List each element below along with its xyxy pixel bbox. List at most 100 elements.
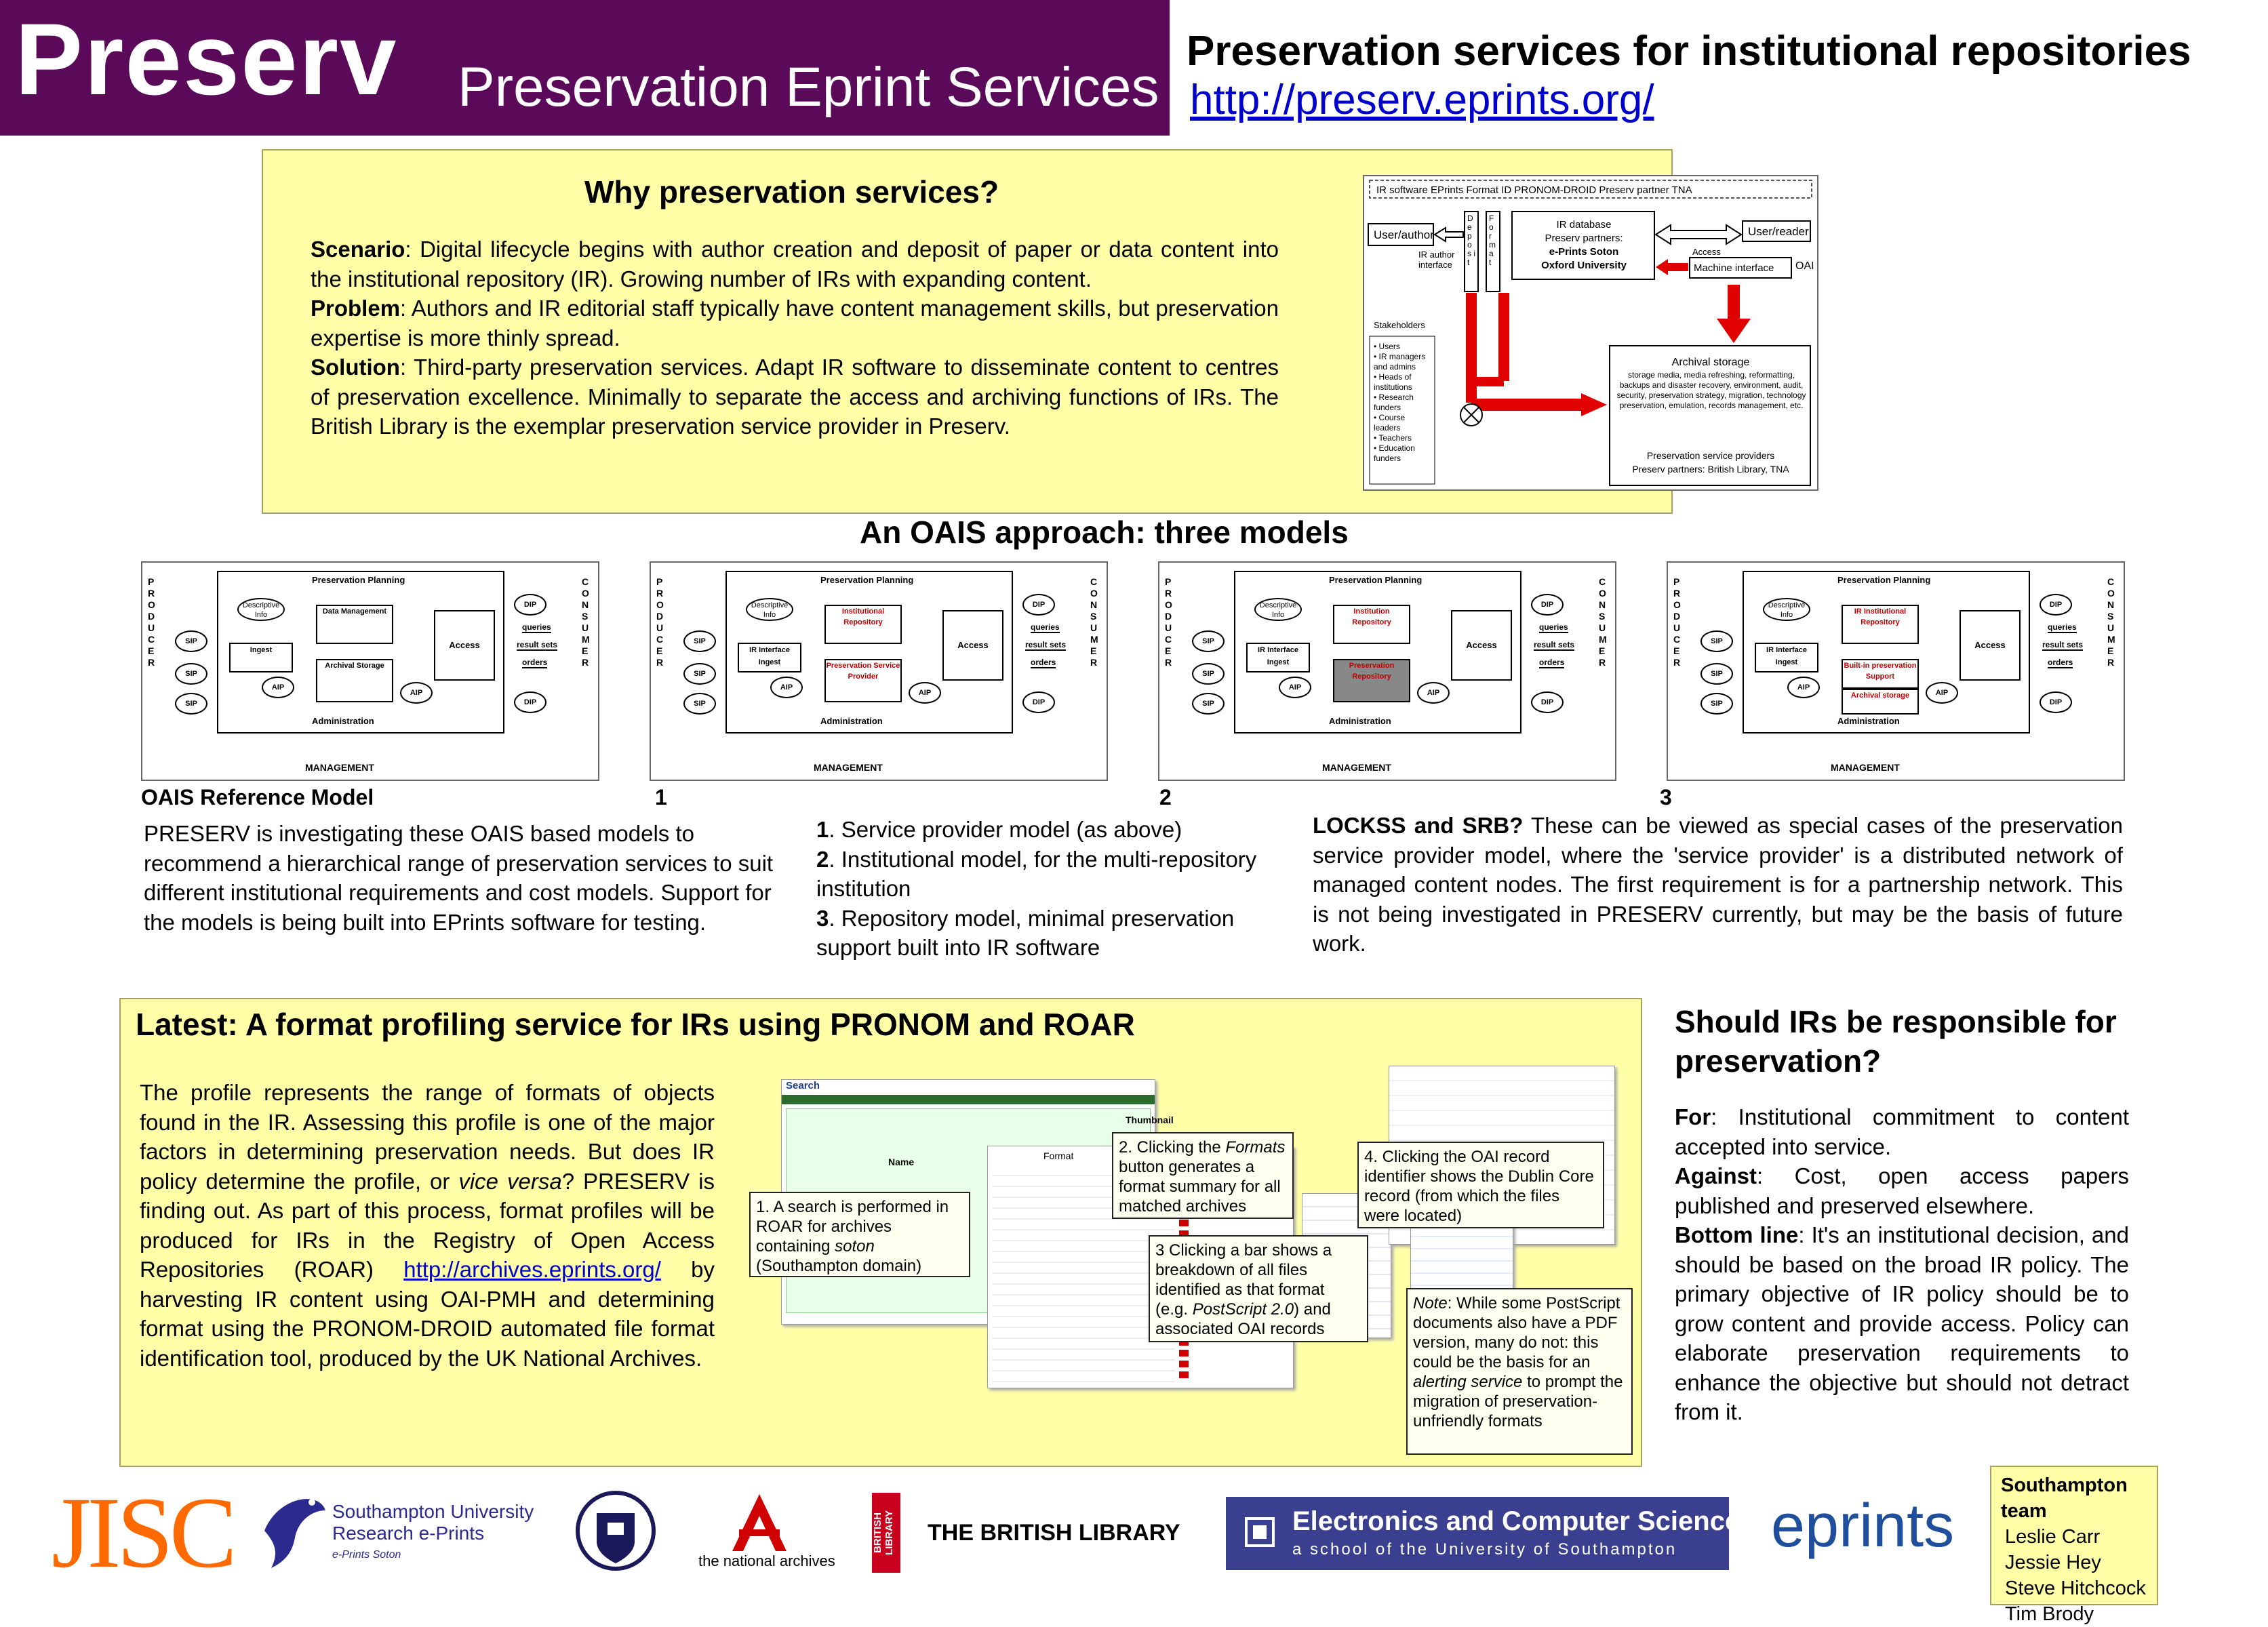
site-title: Preserv	[15, 2, 398, 116]
ingest-box: IR Interface Ingest	[1246, 643, 1310, 672]
stakeholder-item: • Course leaders	[1374, 413, 1406, 433]
ir-db-line1: IR database	[1556, 219, 1612, 230]
aip-ellipse: AIP	[1417, 682, 1450, 704]
producer-label: PRODUCER	[148, 576, 155, 668]
oais-description: PRESERV is investigating these OAIS base…	[144, 821, 774, 935]
model-list-number: 1	[816, 817, 829, 842]
administration-label: Administration	[1329, 716, 1391, 726]
dip-ellipse: DIP	[514, 594, 546, 616]
oais-model-label-1: 1	[655, 785, 667, 809]
should-body: For: Institutional commitment to content…	[1675, 1102, 2129, 1427]
project-url-link[interactable]: http://preserv.eprints.org/	[1190, 77, 1654, 123]
lockss-label: LOCKSS and SRB?	[1313, 813, 1524, 838]
note1-em: soton	[835, 1237, 875, 1256]
ir-author-interface-label: IR author interface	[1418, 249, 1455, 270]
shot-search-heading: Search	[782, 1080, 1155, 1095]
stakeholder-item: • Research funders	[1374, 393, 1414, 412]
dip-ellipse: DIP	[1022, 594, 1055, 616]
dip-ellipse: DIP	[514, 691, 546, 713]
stakeholders-label: Stakeholders	[1374, 320, 1425, 330]
team-title: Southampton team	[2001, 1474, 2128, 1522]
eprints-logo: eprints	[1771, 1492, 1955, 1560]
user-author-label: User/author	[1374, 228, 1434, 241]
orders-label: orders	[1031, 658, 1056, 668]
ir-diagram-arrows	[1368, 180, 1812, 486]
soton-logo-text: Southampton University Research e-Prints…	[332, 1501, 534, 1566]
model-list-text: . Service provider model (as above)	[829, 817, 1182, 842]
aip-ellipse: AIP	[1279, 677, 1311, 698]
producer-label: PRODUCER	[1165, 576, 1172, 668]
dip-ellipse: DIP	[2040, 594, 2072, 616]
callout-search: 1. A search is performed in ROAR for arc…	[749, 1192, 970, 1277]
jisc-logo: JISC	[52, 1477, 237, 1589]
ecs-chip-icon	[1245, 1517, 1275, 1547]
ir-db-line3: e-Prints Soton	[1549, 246, 1619, 258]
sip-ellipse: SIP	[175, 630, 207, 652]
administration-label: Administration	[820, 716, 883, 726]
access-box: Access	[434, 610, 495, 681]
stakeholder-item: • Heads of institutions	[1374, 372, 1412, 392]
oais-model-label-0: OAIS Reference Model	[141, 785, 374, 809]
scenario-text: : Digital lifecycle begins with author c…	[311, 237, 1279, 292]
model-list-item: 3. Repository model, minimal preservatio…	[816, 904, 1284, 963]
dip-ellipse: DIP	[1531, 594, 1564, 616]
ecs-line2: a school of the University of Southampto…	[1292, 1540, 1677, 1559]
against-label: Against	[1675, 1163, 1757, 1188]
team-member: Steve Hitchcock	[2005, 1578, 2146, 1599]
why-title: Why preservation services?	[584, 174, 999, 209]
access-box: Access	[1451, 610, 1512, 681]
note5-text-b: to prompt the migration of preservation-…	[1413, 1373, 1623, 1430]
latest-text-a: The profile represents the range of form…	[140, 1080, 715, 1194]
callout-note-postscript: Note: While some PostScript documents al…	[1406, 1288, 1633, 1455]
model-box-2: Built-in preservation Support	[1842, 659, 1919, 689]
oai-label: OAI	[1795, 260, 1814, 272]
note5-text-a: : While some PostScript documents also h…	[1413, 1294, 1620, 1371]
should-title: Should IRs be responsible for preservati…	[1675, 1004, 2117, 1079]
note3-text-a: 3 Clicking a bar shows a breakdown of al…	[1155, 1241, 1332, 1319]
note3-em: PostScript 2.0	[1192, 1300, 1294, 1319]
result-sets-label: result sets	[1534, 640, 1575, 651]
consumer-label: CONSUMER	[2107, 576, 2115, 668]
producer-label: PRODUCER	[1673, 576, 1681, 668]
oais-model-label-3: 3	[1660, 785, 1672, 809]
latest-title: Latest: A format profiling service for I…	[136, 1007, 1135, 1042]
archival-storage-title: Archival storage	[1671, 357, 1750, 368]
providers-label: Preservation service providers	[1646, 450, 1775, 461]
descriptive-info-ellipse: Descriptive Info	[1763, 598, 1810, 621]
dip-ellipse: DIP	[1531, 691, 1564, 713]
descriptive-info-ellipse: Descriptive Info	[746, 598, 793, 621]
providers-partners: Preserv partners: British Library, TNA	[1632, 464, 1789, 475]
ingest-box: Ingest	[229, 643, 293, 672]
british-library-logo: THE BRITISH LIBRARY	[928, 1520, 1180, 1546]
ecs-logo: Electronics and Computer Science a schoo…	[1226, 1497, 1740, 1570]
lockss-paragraph: LOCKSS and SRB? These can be viewed as s…	[1313, 811, 2123, 959]
orders-label: orders	[522, 658, 548, 668]
stakeholder-item: • IR managers and admins	[1374, 352, 1426, 371]
for-label: For	[1675, 1104, 1711, 1129]
shot-name-label: Name	[888, 1157, 915, 1167]
note3-text-b: ) and associated OAI records	[1155, 1300, 1331, 1338]
team-member: Jessie Hey	[2005, 1552, 2101, 1573]
sip-ellipse: SIP	[1192, 663, 1225, 685]
ingest-box: IR Interface Ingest	[738, 643, 801, 672]
preservation-planning-label: Preservation Planning	[1329, 575, 1423, 585]
roar-link[interactable]: http://archives.eprints.org/	[403, 1257, 661, 1282]
ir-db-line4: Oxford University	[1541, 260, 1627, 271]
ingest-box: IR Interface Ingest	[1755, 643, 1818, 672]
latest-text-b: ? PRESERV is finding out. As part of thi…	[140, 1168, 715, 1283]
model-box-1: IR Institutional Repository	[1842, 605, 1919, 644]
against-text: : Cost, open access papers published and…	[1675, 1163, 2129, 1218]
sip-ellipse: SIP	[683, 693, 716, 715]
note5-em2: alerting service	[1413, 1373, 1523, 1391]
aip-ellipse: AIP	[1926, 682, 1958, 704]
management-label: MANAGEMENT	[814, 762, 883, 773]
queries-label: queries	[1539, 622, 1568, 633]
consumer-label: CONSUMER	[1599, 576, 1607, 668]
problem-paragraph: Problem: Authors and IR editorial staff …	[311, 294, 1279, 353]
aip-ellipse: AIP	[770, 677, 803, 698]
sip-ellipse: SIP	[1700, 693, 1733, 715]
stakeholder-list: • Users • IR managers and admins • Heads…	[1374, 342, 1433, 464]
southampton-team-box: Southampton team Leslie Carr Jessie Hey …	[1990, 1466, 2158, 1625]
